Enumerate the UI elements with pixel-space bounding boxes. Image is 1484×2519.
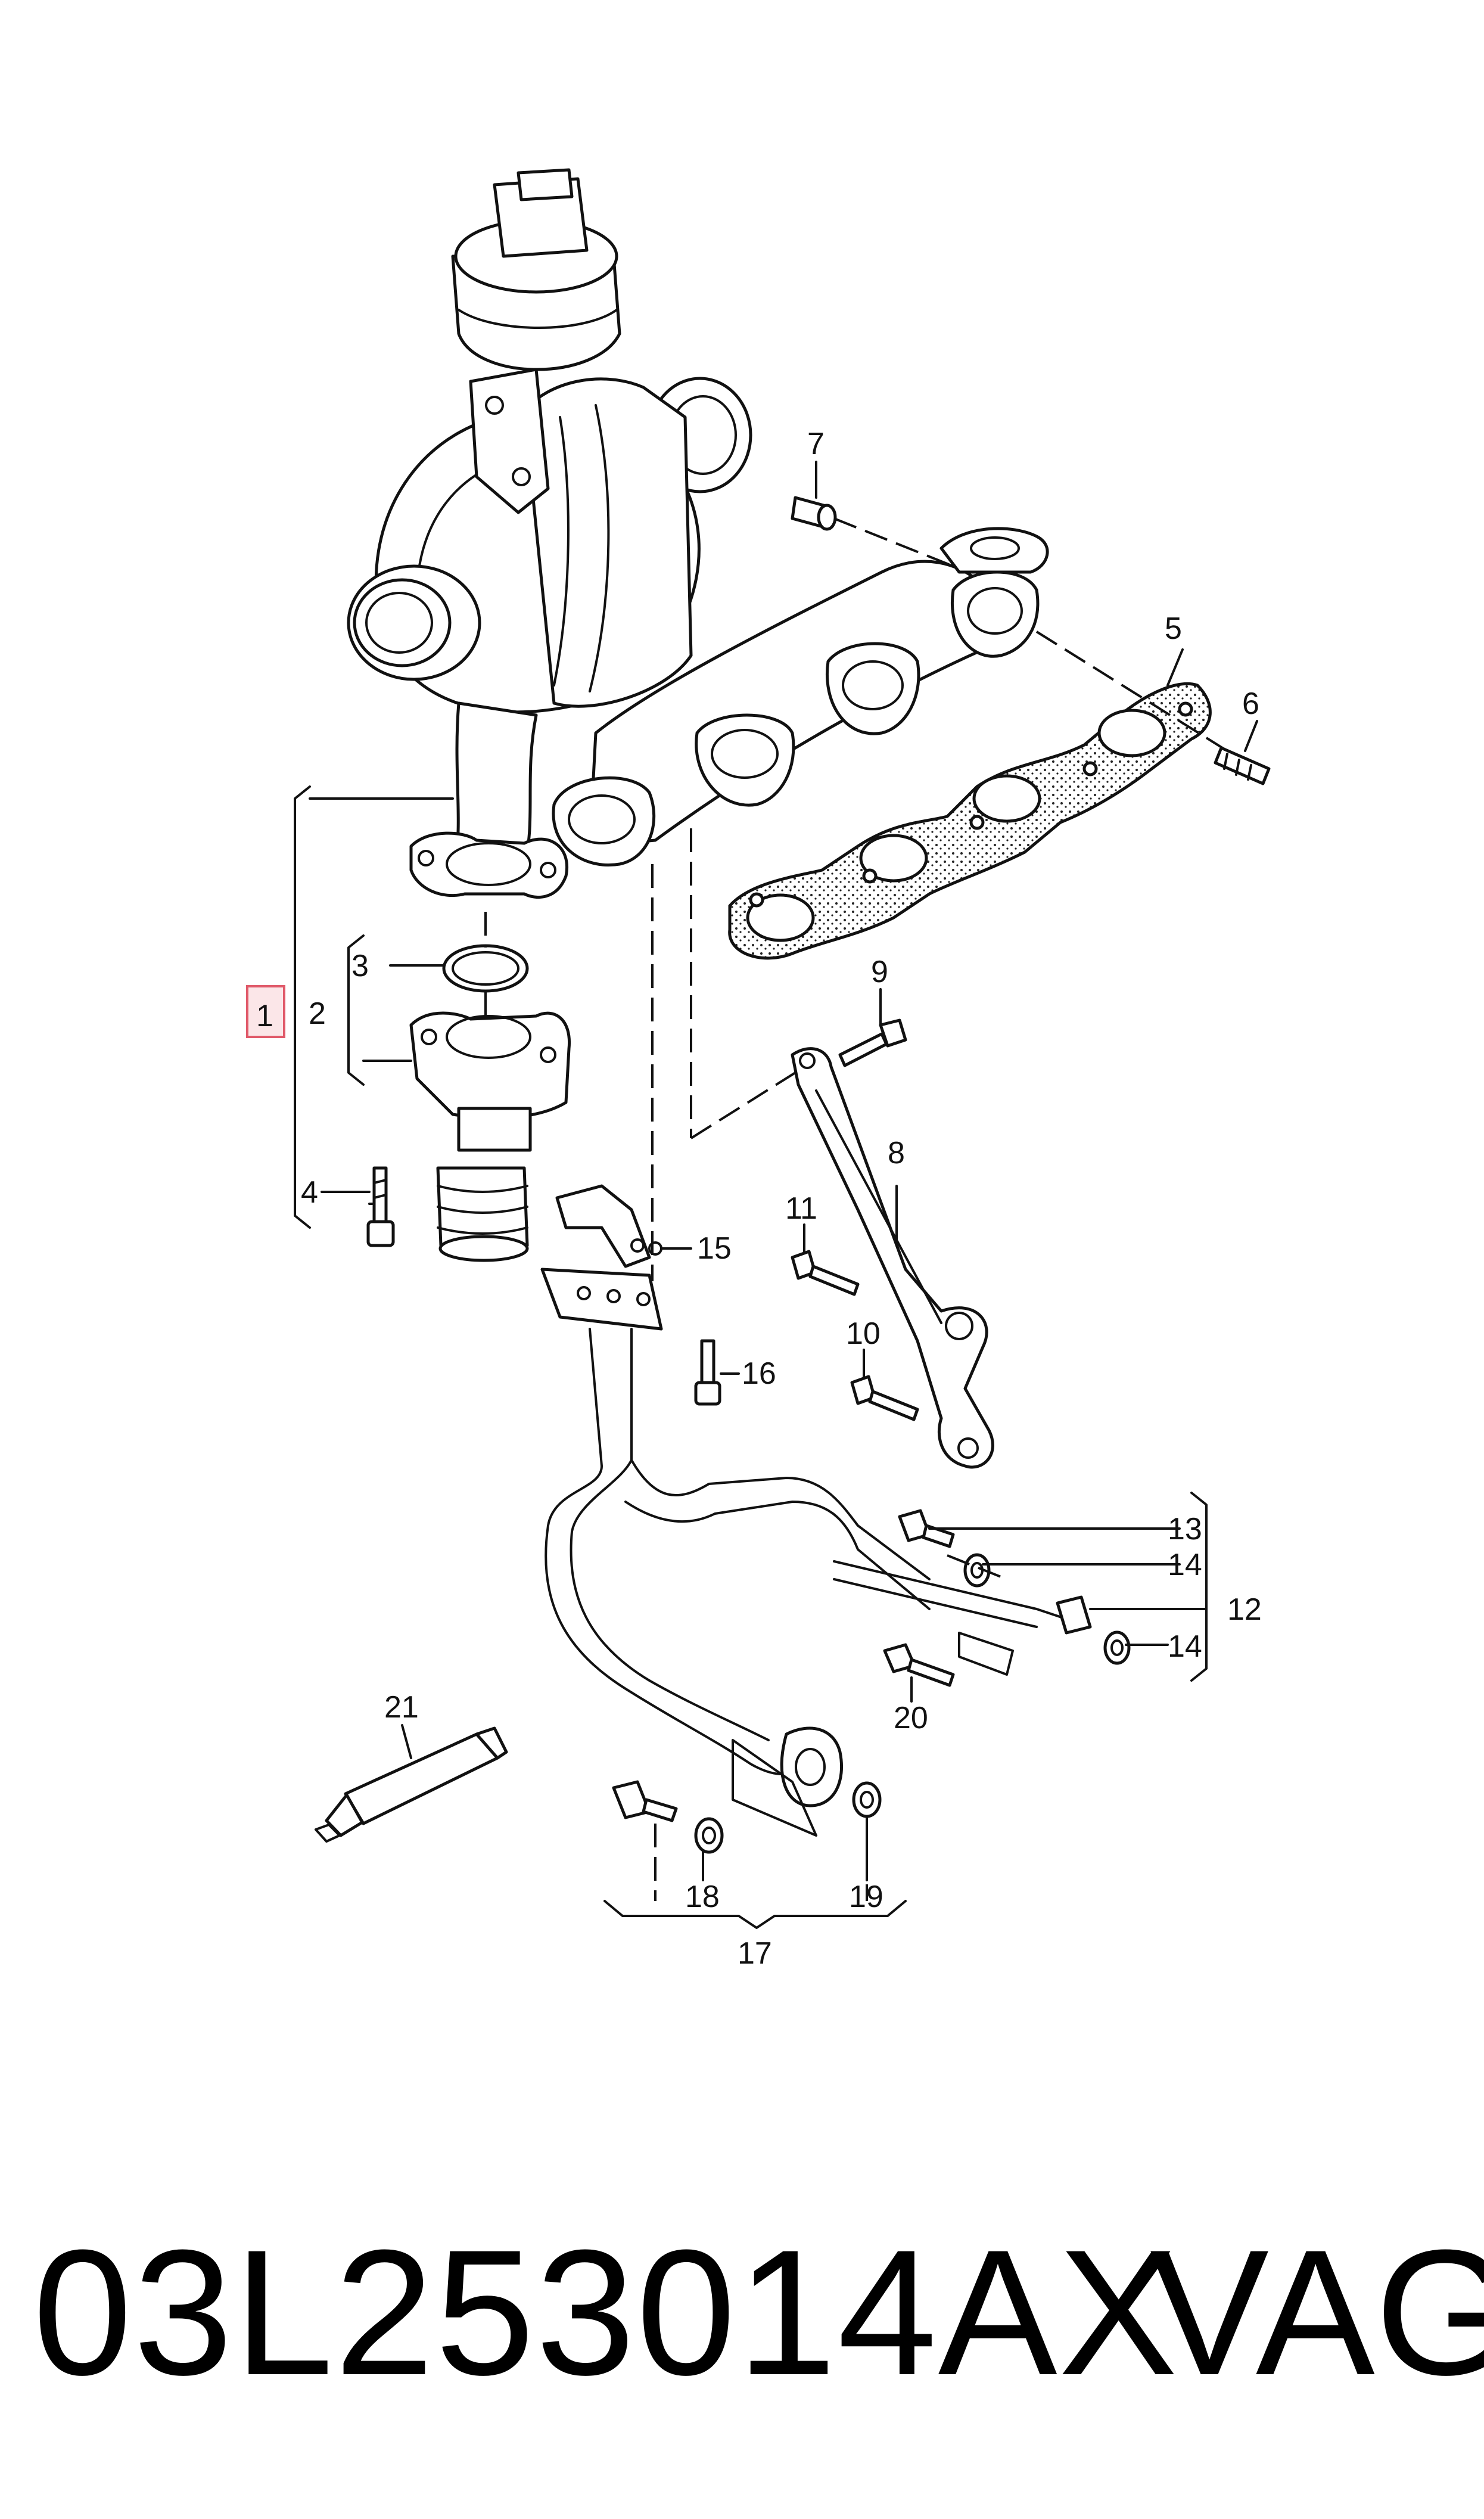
oil-pipe-17 (540, 1268, 931, 1837)
parts-diagram: 1 2 3 4 5 6 7 8 9 10 11 12 13 14 14 15 1… (246, 168, 1271, 1971)
assembly-lines (484, 517, 1228, 1901)
brand-label: VAG (1150, 2212, 1484, 2412)
support-bracket-8 (791, 1047, 994, 1469)
bolt-4 (366, 1166, 395, 1247)
bolt-16 (694, 1339, 721, 1406)
callout-14[interactable]: 14 (1168, 1548, 1202, 1582)
leader-lines (294, 461, 1258, 1929)
manifold-gasket (728, 682, 1212, 960)
exhaust-manifold (552, 527, 1049, 866)
callout-1[interactable]: 1 (256, 999, 273, 1033)
connecting-flange-2 (409, 1011, 571, 1262)
callout-10[interactable]: 10 (846, 1316, 881, 1351)
callout-15[interactable]: 15 (697, 1231, 732, 1266)
callout-labels: 1 2 3 4 5 6 7 8 9 10 11 12 13 14 14 15 1… (256, 427, 1262, 1971)
oil-supply-line-12 (833, 1509, 1131, 1676)
bolt-10 (850, 1375, 919, 1421)
callout-11[interactable]: 11 (785, 1191, 817, 1226)
bolt-9 (838, 1018, 907, 1067)
nut-7 (791, 496, 837, 531)
callout-7[interactable]: 7 (807, 427, 825, 461)
callout-14[interactable]: 14 (1168, 1629, 1202, 1664)
callout-4[interactable]: 4 (301, 1175, 318, 1210)
callout-13[interactable]: 13 (1168, 1512, 1202, 1546)
callout-2[interactable]: 2 (309, 996, 326, 1031)
banjo-bolt-18-19 (612, 1780, 882, 1854)
callout-3[interactable]: 3 (351, 949, 369, 983)
part-number: 03L253014AX (33, 2212, 1179, 2412)
turbocharger (347, 168, 752, 899)
holder-15 (555, 1184, 662, 1268)
callout-8[interactable]: 8 (888, 1136, 905, 1170)
callout-9[interactable]: 9 (871, 955, 888, 989)
bolt-11 (791, 1250, 860, 1296)
sealant-tube-21 (315, 1726, 508, 1843)
callout-5[interactable]: 5 (1165, 611, 1182, 646)
callout-12[interactable]: 12 (1227, 1592, 1262, 1627)
callout-16[interactable]: 16 (742, 1356, 776, 1391)
bolt-20 (883, 1643, 955, 1687)
callout-21[interactable]: 21 (384, 1690, 419, 1725)
highlight-box (246, 985, 285, 1038)
callout-17[interactable]: 17 (738, 1936, 772, 1971)
callout-6[interactable]: 6 (1242, 687, 1259, 721)
seal-ring-3 (442, 944, 529, 993)
stud-6 (1214, 746, 1271, 785)
callout-19[interactable]: 19 (849, 1880, 883, 1914)
callout-20[interactable]: 20 (894, 1701, 928, 1735)
callout-18[interactable]: 18 (685, 1880, 720, 1914)
